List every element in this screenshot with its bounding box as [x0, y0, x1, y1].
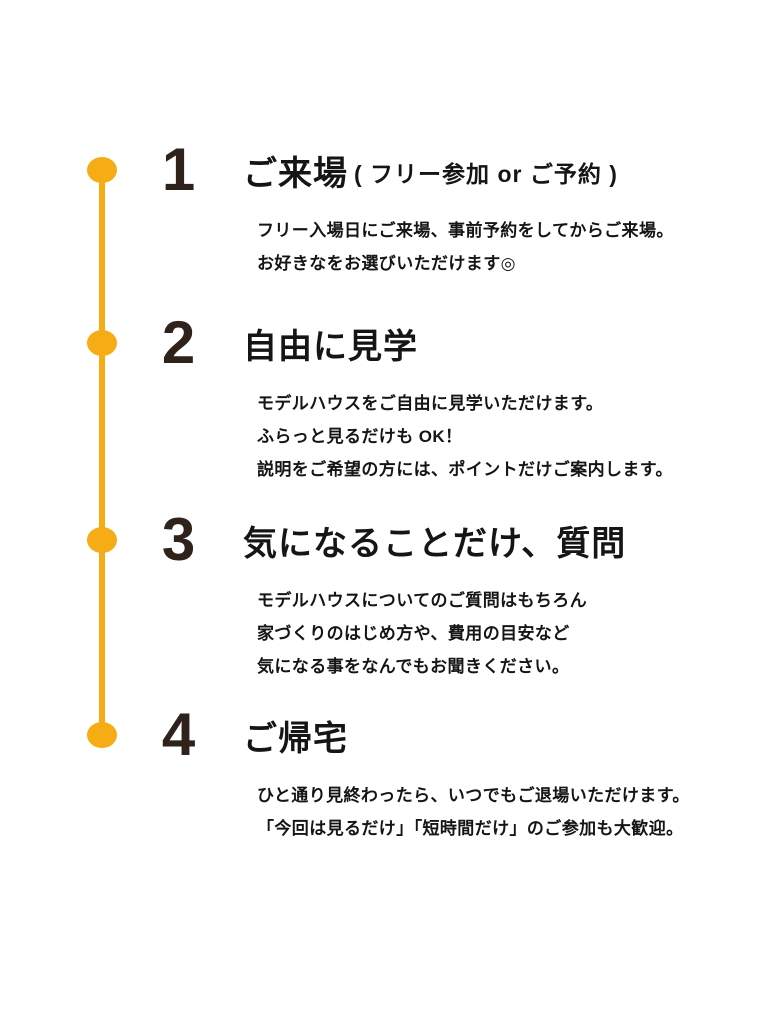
step-title: 自由に見学 [243, 313, 424, 373]
step-title-text: 自由に見学 [243, 327, 418, 366]
step-title: ご帰宅 [243, 705, 354, 765]
step-title: ご来場 ( フリー参加 or ご予約 ) [243, 140, 618, 200]
step-number: 3 [161, 506, 195, 573]
step-title-text: ご帰宅 [243, 719, 348, 758]
step-description: モデルハウスについてのご質問はもちろん 家づくりのはじめ方や、費用の目安など 気… [257, 591, 588, 676]
step-title-note: ( フリー参加 or ご予約 ) [354, 160, 618, 187]
step-title: 気になることだけ、質問 [243, 510, 632, 570]
timeline-dot [87, 527, 117, 553]
timeline-dot [87, 330, 117, 356]
step-number: 1 [161, 136, 195, 203]
timeline-line [99, 170, 105, 736]
step-description: フリー入場日にご来場、事前予約をしてからご来場。 お好きなをお選びいただけます◎ [257, 221, 674, 273]
timeline-dot [87, 722, 117, 748]
step-title-text: ご来場 [243, 154, 348, 193]
step-title-text: 気になることだけ、質問 [243, 524, 627, 563]
step-number: 4 [161, 701, 195, 768]
timeline-dot [87, 157, 117, 183]
step-number: 2 [161, 309, 195, 376]
step-description: モデルハウスをご自由に見学いただけます。 ふらっと見るだけも OK！ 説明をご希… [257, 394, 673, 479]
step-description: ひと通り見終わったら、いつでもご退場いただけます。 「今回は見るだけ」「短時間だ… [257, 786, 690, 838]
